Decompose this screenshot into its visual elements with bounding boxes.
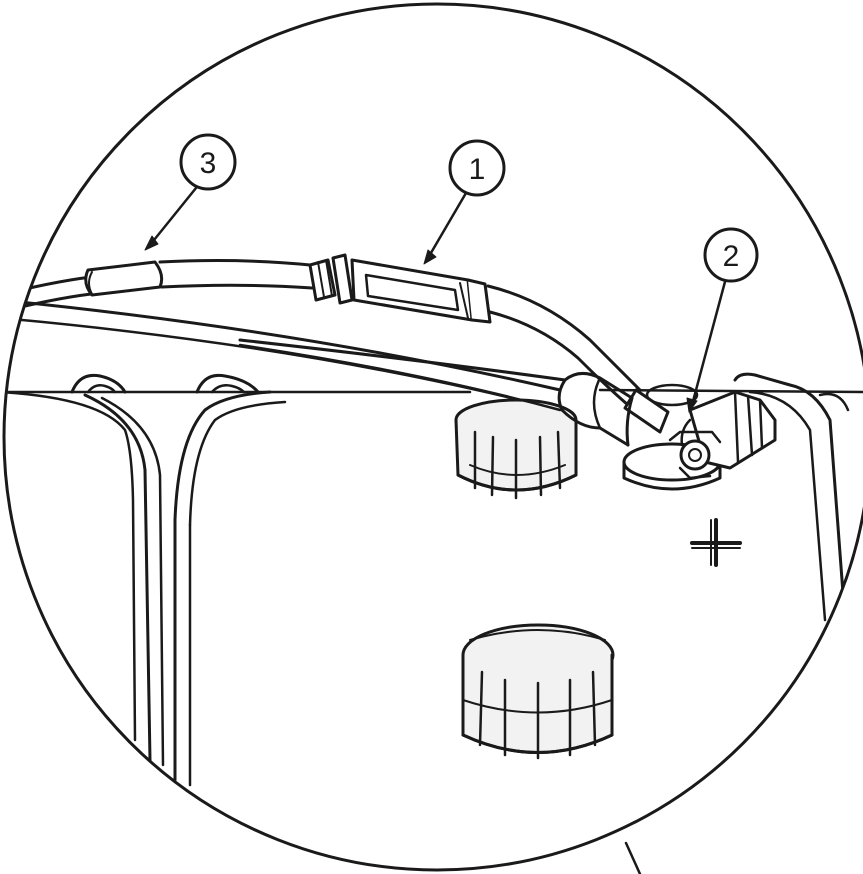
positive-polarity-mark: [690, 518, 742, 567]
callout-2-label: 2: [723, 240, 740, 273]
terminal-clamp: [668, 390, 777, 480]
magnifier-pointer-line: [624, 841, 642, 874]
callout-1: 1: [448, 139, 506, 197]
hold-down-bracket: [4, 373, 287, 787]
callout-3: 3: [179, 133, 237, 191]
fused-cable: [4, 253, 670, 434]
magnified-view: [4, 186, 863, 787]
cable-sleeve: [84, 260, 164, 297]
callout-2: 2: [703, 227, 759, 283]
leader-lines: [144, 186, 728, 413]
vent-cap-front: [461, 623, 615, 760]
callout-1-label: 1: [469, 153, 486, 186]
callout-3-label: 3: [200, 147, 217, 180]
vent-cap-rear: [454, 398, 578, 500]
battery-cable: [238, 338, 634, 447]
battery-case: [4, 298, 863, 622]
fuse-holder: [308, 253, 492, 324]
